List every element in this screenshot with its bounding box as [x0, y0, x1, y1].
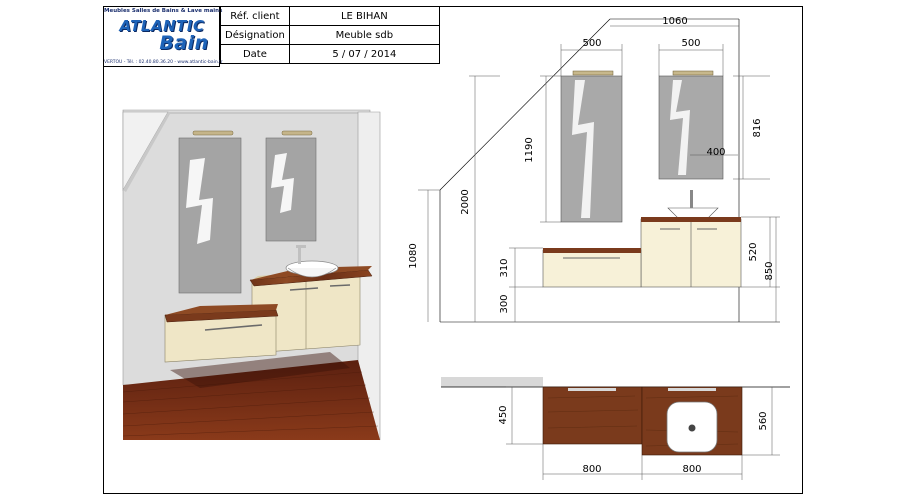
perspective-view — [122, 109, 381, 441]
dim-ceiling-height: 2000 — [460, 189, 471, 214]
plan-drain — [688, 424, 696, 432]
plan-dimensions — [506, 386, 780, 480]
dim-mirror-width-right: 500 — [681, 38, 700, 49]
dim-mirror-height-right: 816 — [752, 118, 763, 137]
mirror-right-reflection — [271, 153, 294, 213]
date-value: 5 / 07 / 2014 — [288, 44, 440, 64]
dim-low-unit-height: 310 — [499, 258, 510, 277]
plan-low-unit — [542, 386, 643, 445]
dim-total-width: 1060 — [662, 16, 687, 27]
plan-wall — [441, 377, 543, 387]
dim-depth-low: 450 — [498, 405, 509, 424]
elevation-light-left — [572, 70, 614, 76]
elevation-light-right — [672, 70, 714, 76]
dim-floor-clearance: 300 — [499, 294, 510, 313]
dim-mirror-width-left: 500 — [582, 38, 601, 49]
mirror-left-light — [192, 130, 234, 136]
elevation-dimensions — [418, 25, 780, 322]
dim-depth-high: 560 — [758, 411, 769, 430]
dim-width-low: 800 — [582, 464, 601, 475]
info-row-designation: Désignation Meuble sdb — [220, 25, 440, 45]
mirror-right-light — [281, 130, 313, 136]
elevation-furniture — [542, 70, 742, 288]
elevation-tall-countertop — [641, 217, 741, 222]
dim-mirror-height-left: 1190 — [524, 137, 535, 162]
mirror-left-reflection — [186, 158, 213, 244]
basin-faucet — [298, 246, 301, 264]
dim-mirror-bottom: 1080 — [408, 243, 419, 268]
low-cabinet-handle — [204, 324, 263, 331]
dim-tall-unit-top: 850 — [764, 261, 775, 280]
info-table: Réf. client LE BIHAN Désignation Meuble … — [220, 6, 440, 64]
low-countertop — [165, 304, 278, 315]
wood-floor — [123, 360, 380, 440]
floor-boards — [122, 371, 379, 437]
company-logo: Meubles Salles de Bains & Lave mains ATL… — [103, 6, 223, 67]
dim-sink-offset: 400 — [706, 147, 725, 158]
elevation-mirror-right — [658, 75, 724, 180]
info-row-date: Date 5 / 07 / 2014 — [220, 44, 440, 64]
floor-shadow — [170, 352, 350, 388]
date-label: Date — [220, 44, 290, 64]
plan-view — [441, 377, 790, 456]
logo-contact: VERTOU - Tél. : 02.40.80.36.20 - www.atl… — [104, 60, 223, 65]
dim-width-high: 800 — [682, 464, 701, 475]
logo-tagline: Meubles Salles de Bains & Lave mains — [104, 8, 223, 14]
drawing-sheet-border — [103, 6, 803, 494]
dim-tall-unit-height: 520 — [748, 242, 759, 261]
logo-brand-line1: ATLANTIC — [119, 17, 205, 35]
elevation-basin — [667, 207, 719, 219]
logo-brand-line2: Bain — [159, 32, 209, 54]
elevation-low-cabinet — [542, 249, 642, 288]
elevation-low-countertop — [543, 248, 641, 253]
